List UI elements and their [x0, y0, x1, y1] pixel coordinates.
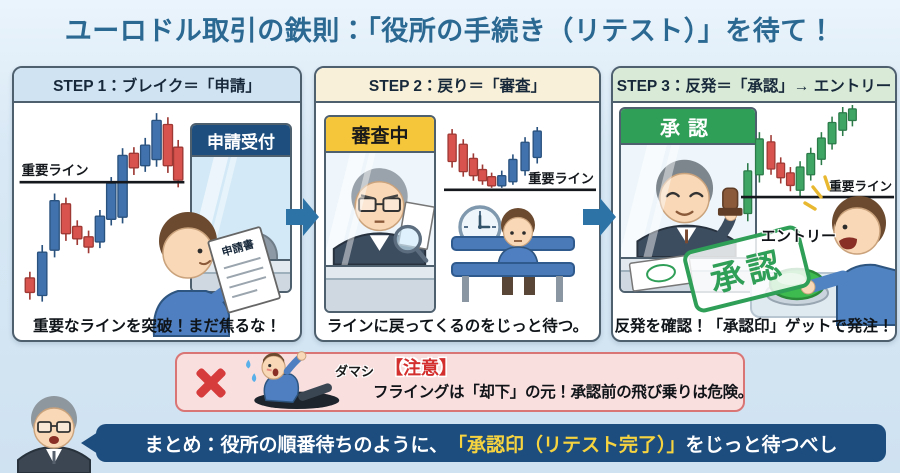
- summary-text-prefix: まとめ：役所の順番待ちのように、: [144, 434, 448, 456]
- step3-caption: 反発を確認！「承認印」ゲットで発注！: [614, 318, 894, 335]
- step2-review-window: 審査中: [324, 115, 436, 313]
- summary-text-highlight: 「承認印（リテスト完了）」: [447, 434, 686, 456]
- excitement-lines-icon: [803, 175, 831, 211]
- entry-label: エントリー: [761, 228, 837, 245]
- step3-window-glass: [621, 145, 755, 259]
- pitfall-illustration: [246, 351, 340, 410]
- step1-header: STEP 1：ブレイク＝「申請」: [14, 68, 300, 103]
- step2-counter-ledge: [326, 267, 434, 280]
- caution-box: ダマシ 【注意】 フライングは「却下」の元！承認前の飛び乗りは危険。: [175, 351, 754, 412]
- candlestick-chart-step3: 重要ライン: [741, 105, 895, 222]
- step2-body: 審査中: [316, 103, 599, 340]
- step2-panel: STEP 2：戻り＝「審査」 審査中: [314, 66, 601, 342]
- step2-counter-base: [326, 280, 434, 311]
- candlestick-chart-step2: 重要ライン: [444, 127, 596, 192]
- step3-panel: STEP 3：反発＝「承認」→ エントリー 承認: [611, 66, 897, 342]
- application-document: 申請書: [207, 226, 281, 314]
- candlestick-chart-step1: 重要ライン: [19, 113, 185, 302]
- fakeout-label: ダマシ: [335, 364, 375, 379]
- step1-panel: STEP 1：ブレイク＝「申請」 重要ライン 申請受付: [12, 66, 302, 342]
- trader-submitting-figure: 申請書: [152, 212, 281, 337]
- x-mark-icon: [196, 368, 226, 398]
- step2-window-sign: 審査中: [326, 117, 434, 153]
- summary-text-suffix: をじっと待つべし: [685, 434, 838, 456]
- speech-bubble-tail: [81, 432, 98, 454]
- step2-caption: ラインに戻ってくるのをじっと待つ。: [326, 318, 589, 335]
- svg-text:重要ライン: 重要ライン: [528, 170, 594, 186]
- stamp-icon: [717, 187, 743, 216]
- page-title: ユーロドル取引の鉄則：「役所の手続き（リテスト）」を待て！: [64, 16, 836, 46]
- sweat-drops-icon: [246, 359, 257, 382]
- advisor-glasses-icon: [37, 421, 71, 433]
- trader-entry-figure: [800, 175, 895, 326]
- magnifier-icon: [393, 224, 429, 263]
- examiner-figure: [332, 168, 434, 265]
- summary-speech-bubble: まとめ：役所の順番待ちのように、「承認印（リテスト完了）」をじっと待つべし: [96, 424, 886, 462]
- step2-header: STEP 2：戻り＝「審査」: [316, 68, 599, 103]
- step3-body: 承認: [613, 103, 895, 340]
- waiting-trader-on-bench: [451, 208, 575, 302]
- step1-caption: 重要なラインを突破！まだ焦るな！: [32, 318, 281, 335]
- arrow-right-icon: [286, 198, 319, 236]
- step1-body: 重要ライン 申請受付 申請書: [14, 103, 300, 340]
- caution-text: フライングは「却下」の元！承認前の飛び乗りは危険。: [373, 384, 754, 401]
- caution-badge: 【注意】: [385, 358, 457, 378]
- arrow-right-icon: [583, 198, 616, 236]
- step1-window-sign: 申請受付: [192, 125, 290, 157]
- step3-window-sign: 承認: [621, 109, 755, 145]
- advisor-avatar: [17, 396, 91, 473]
- svg-text:重要ライン: 重要ライン: [829, 178, 892, 193]
- step2-window-glass: [326, 153, 434, 267]
- svg-text:重要ライン: 重要ライン: [22, 162, 89, 178]
- step3-header: STEP 3：反発＝「承認」→ エントリー: [613, 68, 895, 103]
